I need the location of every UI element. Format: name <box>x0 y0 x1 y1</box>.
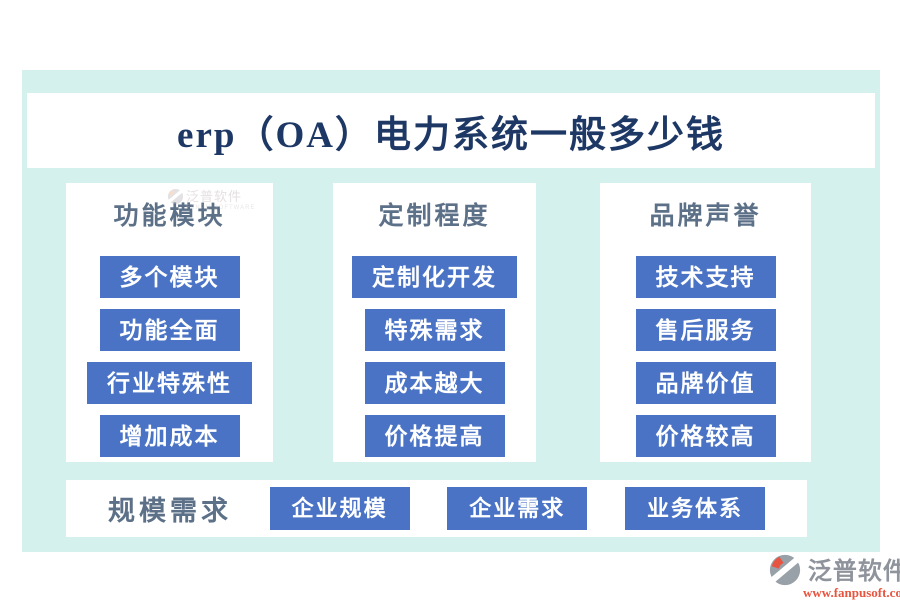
column-button-list: 定制化开发 特殊需求 成本越大 价格提高 <box>352 256 517 468</box>
pill-item: 售后服务 <box>635 309 776 351</box>
column-function-modules: 功能模块 多个模块 功能全面 行业特殊性 增加成本 <box>66 183 273 462</box>
page-title: erp（OA）电力系统一般多少钱 <box>177 114 725 156</box>
column-button-list: 技术支持 售后服务 品牌价值 价格较高 <box>635 256 776 468</box>
pill-item: 企业需求 <box>447 487 588 530</box>
pill-item: 技术支持 <box>635 256 776 298</box>
column-brand-reputation: 品牌声誉 技术支持 售后服务 品牌价值 价格较高 <box>600 183 811 462</box>
pill-item: 业务体系 <box>624 487 765 530</box>
column-header: 功能模块 <box>113 202 226 230</box>
pill-item: 企业规模 <box>269 487 410 530</box>
pill-item: 特殊需求 <box>364 309 505 351</box>
pill-item: 多个模块 <box>99 256 240 298</box>
column-header: 品牌声誉 <box>649 202 762 230</box>
brand-url: www.fanpusoft.com <box>803 585 900 600</box>
pill-item: 行业特殊性 <box>87 362 252 404</box>
column-customization-degree: 定制程度 定制化开发 特殊需求 成本越大 价格提高 <box>333 183 536 462</box>
column-header: 定制程度 <box>378 202 491 230</box>
pill-item: 增加成本 <box>99 415 240 457</box>
pill-item: 价格提高 <box>364 415 505 457</box>
brand-footer: 泛普软件 www.fanpusoft.com <box>768 551 900 601</box>
brand-text: 泛普软件 www.fanpusoft.com <box>803 551 900 601</box>
title-bar: erp（OA）电力系统一般多少钱 <box>27 93 875 168</box>
pill-item: 功能全面 <box>99 309 240 351</box>
pill-item: 价格较高 <box>635 415 776 457</box>
bottom-row-label: 规模需求 <box>108 496 232 526</box>
main-panel: erp（OA）电力系统一般多少钱 功能模块 多个模块 功能全面 行业特殊性 增加… <box>22 70 880 552</box>
fanpu-logo-icon <box>768 553 802 587</box>
pill-item: 成本越大 <box>364 362 505 404</box>
pill-item: 品牌价值 <box>635 362 776 404</box>
bottom-row-scale-demand: 规模需求 企业规模 企业需求 业务体系 <box>66 480 807 537</box>
pill-item: 定制化开发 <box>352 256 517 298</box>
brand-name: 泛普软件 <box>807 559 900 585</box>
column-button-list: 多个模块 功能全面 行业特殊性 增加成本 <box>87 256 252 468</box>
